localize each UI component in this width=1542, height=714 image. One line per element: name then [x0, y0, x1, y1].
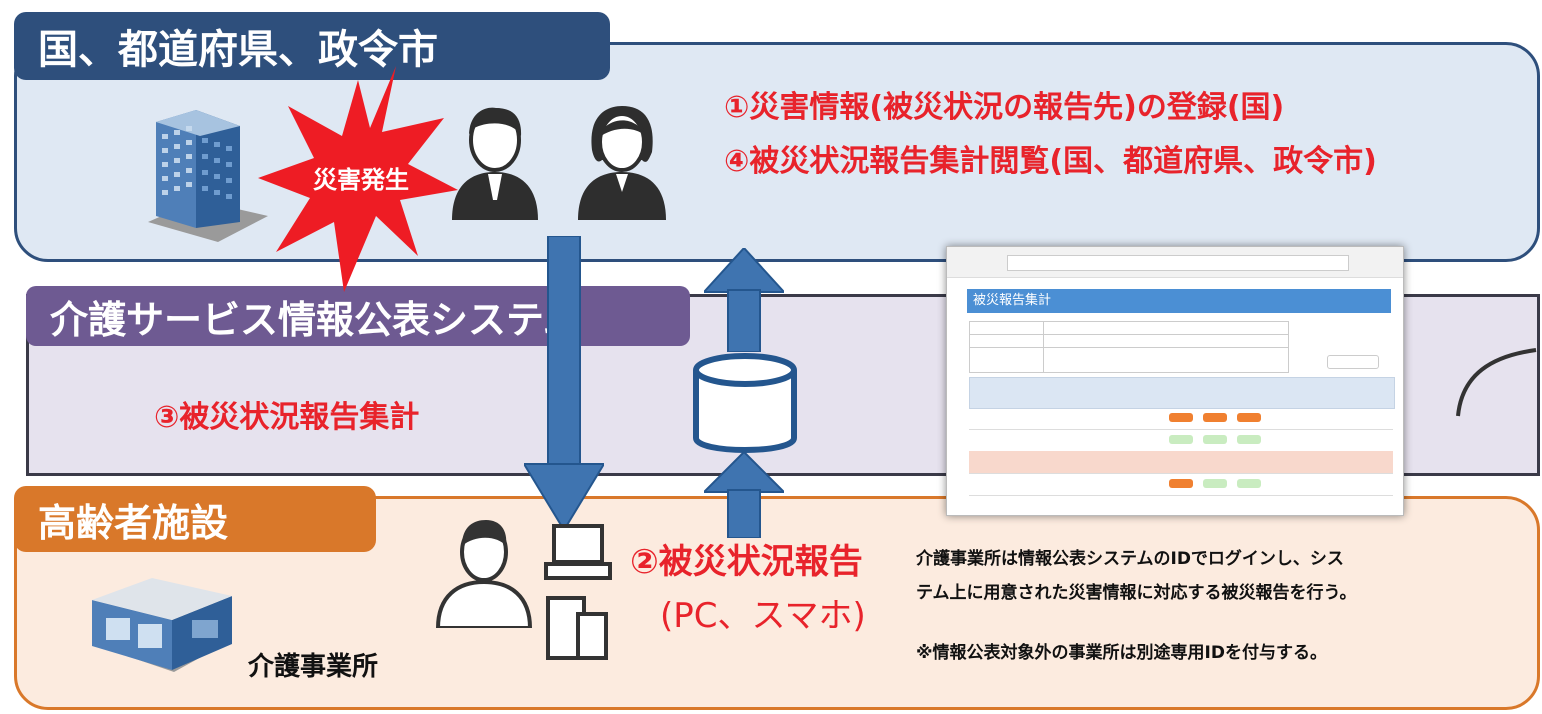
step4-text: ④被災状況報告集計閲覧(国、都道府県、政令市): [724, 144, 1377, 179]
down-arrow-icon: [524, 236, 604, 530]
status-pill: [1169, 413, 1193, 422]
disaster-burst-icon: [258, 66, 458, 292]
status-pill: [1203, 479, 1227, 488]
step1-text: ①災害情報(被災状況の報告先)の登録(国): [724, 90, 1285, 125]
care-office-building-icon: [92, 578, 232, 672]
csv-button: [1327, 355, 1379, 369]
curve-decoration: [1456, 348, 1537, 417]
status-pill: [1237, 479, 1261, 488]
government-building-icon: [148, 110, 268, 242]
facility-layer-title: 高齢者施設: [14, 486, 376, 552]
step2-text: ②被災状況報告: [630, 542, 863, 582]
filter-row: [969, 347, 1289, 360]
step3-text: ③被災状況報告集計: [154, 400, 420, 435]
smartphone-icon: [546, 596, 608, 660]
screenshot-title: 被災報告集計: [967, 289, 1391, 313]
pc-icon: [544, 524, 612, 580]
up-arrow-bottom-icon: [704, 452, 784, 538]
database-icon: [693, 353, 797, 453]
aggregation-screenshot: 被災報告集計: [946, 246, 1404, 516]
government-layer-title: 国、都道府県、政令市: [14, 12, 610, 80]
filter-divider: [1043, 321, 1044, 373]
status-pill: [1237, 435, 1261, 444]
status-pill: [1237, 413, 1261, 422]
facility-note: ※情報公表対象外の事業所は別途専用IDを付与する。: [916, 643, 1327, 663]
up-arrow-top-icon: [704, 248, 784, 352]
status-pill: [1203, 435, 1227, 444]
table-row: [969, 407, 1393, 430]
care-office-label: 介護事業所: [248, 652, 379, 682]
address-field: [1007, 255, 1349, 271]
status-pill: [1169, 479, 1193, 488]
male-official-icon: [452, 107, 538, 220]
facility-description-line2: テム上に用意された災害情報に対応する被災報告を行う。: [916, 583, 1357, 603]
status-pill: [1203, 413, 1227, 422]
facility-staff-icon: [435, 520, 533, 628]
facility-description-line1: 介護事業所は情報公表システムのIDでログインし、シス: [916, 549, 1344, 569]
step2-subtext: (PC、スマホ): [660, 596, 866, 636]
disaster-label: 災害発生: [313, 166, 409, 194]
table-header: [969, 377, 1395, 409]
table-row: [969, 473, 1393, 496]
table-row-highlight: [969, 451, 1393, 474]
status-pill: [1169, 435, 1193, 444]
filter-row: [969, 334, 1289, 347]
female-official-icon: [578, 106, 666, 220]
